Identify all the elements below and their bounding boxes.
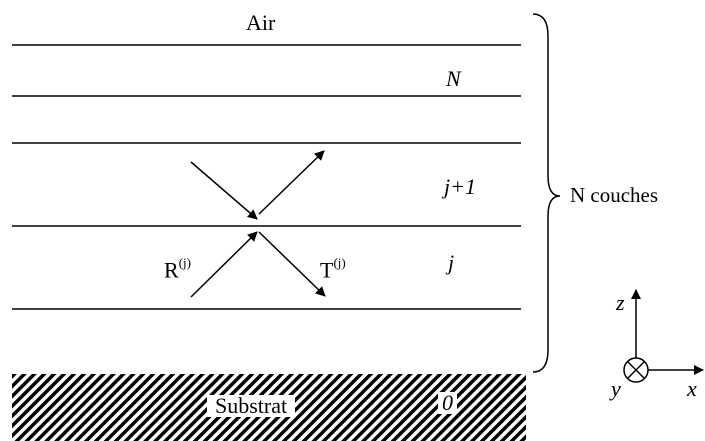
layer-j-plus-1-label: j+1 (444, 174, 476, 199)
substrate-index-label: 0 (438, 392, 457, 414)
layer-j-label: j (448, 250, 455, 275)
layers-brace (532, 13, 561, 373)
transmission-label: T(j) (320, 255, 346, 283)
y-axis-into-page-icon (623, 357, 649, 383)
air-label: Air (246, 10, 276, 35)
incident-arrow-from-top (190, 161, 258, 220)
stack-label: N couches (570, 183, 659, 207)
y-axis-label: y (611, 376, 621, 401)
x-axis-label: x (687, 376, 697, 401)
reflection-label: R(j) (164, 255, 191, 283)
layer-N-label: N (446, 66, 461, 91)
substrate-label: Substrat (207, 395, 296, 417)
z-axis-label: z (616, 290, 625, 315)
upward-transmitted-arrow (258, 150, 325, 215)
reflection-arrow (190, 231, 258, 298)
transmission-arrow (258, 231, 326, 297)
